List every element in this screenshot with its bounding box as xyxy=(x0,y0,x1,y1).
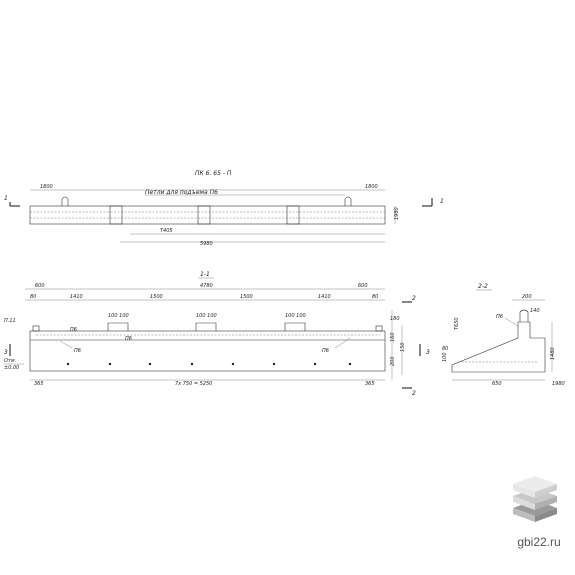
section-1-1: 1-1 600 4780 600 80 1410 1500 1500 1410 … xyxy=(4,271,430,397)
rebar-label-1: П6 xyxy=(74,348,81,354)
s22-lifting-loop xyxy=(519,309,529,322)
s22-rebar-label: П6 xyxy=(496,314,503,320)
rebar-label-3: П6 xyxy=(125,336,132,342)
section-2-2-title: 2-2 xyxy=(478,283,488,290)
rebar-leader-1 xyxy=(59,340,73,349)
s22-rebar-leader xyxy=(504,317,519,327)
plan-dim-right-offset: 1800 xyxy=(365,184,378,190)
plan-dim-inner: Т405 xyxy=(160,228,173,234)
section-2-2: 2-2 200 140 П6 80 100 Т650 1480 650 1980 xyxy=(442,283,565,387)
section-1-1-title: 1-1 xyxy=(200,271,210,278)
section-dim-end-right: 600 xyxy=(358,283,368,289)
section-right-dim-4: 200 xyxy=(390,356,396,366)
section-mark-3-right: 3 xyxy=(426,349,430,356)
section-loop-3 xyxy=(284,322,306,331)
section-loop-1 xyxy=(107,322,129,331)
plan-beam xyxy=(29,205,386,225)
s22-dim-top: 200 xyxy=(522,294,532,300)
section-dim-end-left: 600 xyxy=(35,283,45,289)
anchor-dot-6 xyxy=(272,362,276,366)
plan-view: ПК 6. 65 - П Петли для подъема П6 1 1 18… xyxy=(4,170,444,247)
section-loop-2 xyxy=(195,322,217,331)
section-dim-s4: 1500 xyxy=(240,294,253,300)
section-right-dim-2: 160 xyxy=(390,332,396,342)
s22-dim-top-inner: 140 xyxy=(530,308,540,314)
plan-dim-left-offset: 1800 xyxy=(40,184,53,190)
s22-dim-left: 80 xyxy=(442,346,448,352)
plan-note: Петли для подъема П6 xyxy=(145,189,218,196)
s22-side-mark: Т650 xyxy=(454,317,460,330)
s22-dim-left2: 100 xyxy=(442,352,448,362)
section-bottom-dim-left: 365 xyxy=(34,381,44,387)
plan-title: ПК 6. 65 - П xyxy=(195,170,232,177)
section-dim-s1: 80 xyxy=(30,294,36,300)
section-bottom-dim-right: 365 xyxy=(365,381,375,387)
s22-profile xyxy=(451,321,546,373)
section-dim-pair-2: 100 100 xyxy=(196,313,217,319)
plan-lifting-loop-left xyxy=(61,196,69,206)
section-mark-3-left: 3 xyxy=(4,349,8,356)
s22-dim-bottom-right: 1980 xyxy=(552,381,565,387)
anchor-dot-3 xyxy=(148,362,152,366)
plan-slot-3 xyxy=(286,205,300,225)
section-mark-2-top: 2 xyxy=(412,295,416,302)
anchor-dot-7 xyxy=(313,362,317,366)
section-dim-overall: 4780 xyxy=(200,283,213,289)
anchor-dot-2 xyxy=(108,362,112,366)
anchor-dot-8 xyxy=(348,362,352,366)
section-left-note-3: ±0.00 xyxy=(4,365,19,371)
section-beam-body xyxy=(29,330,386,372)
s22-dim-right: 1480 xyxy=(550,347,556,360)
section-dim-s5: 1410 xyxy=(318,294,331,300)
plan-slot-1 xyxy=(109,205,123,225)
anchor-dot-4 xyxy=(190,362,194,366)
logo-stack-icon xyxy=(513,476,557,522)
section-left-note-1: П.11 xyxy=(4,318,16,324)
section-bottom-dim-middle: 7х 750 = 5250 xyxy=(175,381,212,387)
rebar-label-2: П6 xyxy=(70,327,77,333)
plan-dim-height: 1980 xyxy=(394,207,400,220)
section-dim-pair-3: 100 100 xyxy=(285,313,306,319)
rebar-leader-4 xyxy=(334,337,351,349)
section-end-loop-right xyxy=(375,325,383,332)
plan-slot-2 xyxy=(197,205,211,225)
s22-dim-bottom: 650 xyxy=(492,381,502,387)
section-mark-2-bottom: 2 xyxy=(412,390,416,397)
plan-lifting-loop-right xyxy=(344,196,352,206)
plan-section-mark-right: 1 xyxy=(440,198,444,205)
plan-dim-length: 5980 xyxy=(200,241,213,247)
section-right-dim-1: 180 xyxy=(390,316,400,322)
section-dim-s3: 1500 xyxy=(150,294,163,300)
section-end-loop-left xyxy=(32,325,40,332)
section-right-dim-3: 150 xyxy=(400,342,406,352)
anchor-dot-5 xyxy=(231,362,235,366)
watermark-text: gbi22.ru xyxy=(517,535,561,549)
section-dim-s6: 80 xyxy=(372,294,378,300)
rebar-label-4: П6 xyxy=(322,348,329,354)
anchor-dot-1 xyxy=(66,362,70,366)
plan-section-mark-left: 1 xyxy=(4,195,8,202)
section-dim-s2: 1410 xyxy=(70,294,83,300)
section-left-note-2: Отм. xyxy=(4,358,16,364)
section-dim-pair-1: 100 100 xyxy=(108,313,129,319)
